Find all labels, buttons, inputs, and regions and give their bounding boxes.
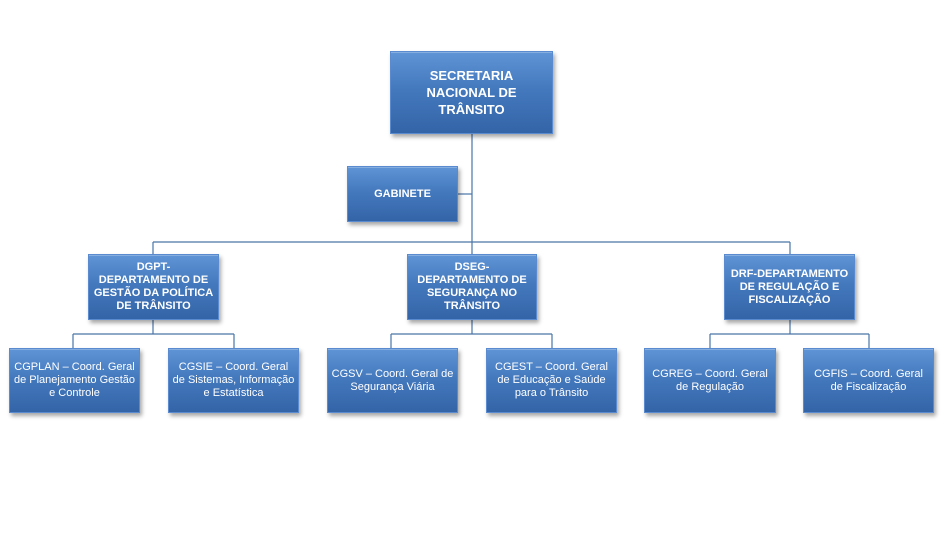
node-gabinete: GABINETE bbox=[347, 166, 458, 222]
node-secretaria-nacional: SECRETARIA NACIONAL DE TRÂNSITO bbox=[390, 51, 553, 134]
node-cgplan: CGPLAN – Coord. Geral de Planejamento Ge… bbox=[9, 348, 140, 413]
node-cgreg: CGREG – Coord. Geral de Regulação bbox=[644, 348, 776, 413]
node-dgpt: DGPT-DEPARTAMENTO DE GESTÃO DA POLÍTICA … bbox=[88, 254, 219, 320]
node-drf: DRF-DEPARTAMENTO DE REGULAÇÃO E FISCALIZ… bbox=[724, 254, 855, 320]
node-dseg: DSEG-DEPARTAMENTO DE SEGURANÇA NO TRÂNSI… bbox=[407, 254, 537, 320]
node-cgfis: CGFIS – Coord. Geral de Fiscalização bbox=[803, 348, 934, 413]
node-cgsv: CGSV – Coord. Geral de Segurança Viária bbox=[327, 348, 458, 413]
node-cgest: CGEST – Coord. Geral de Educação e Saúde… bbox=[486, 348, 617, 413]
node-cgsie: CGSIE – Coord. Geral de Sistemas, Inform… bbox=[168, 348, 299, 413]
